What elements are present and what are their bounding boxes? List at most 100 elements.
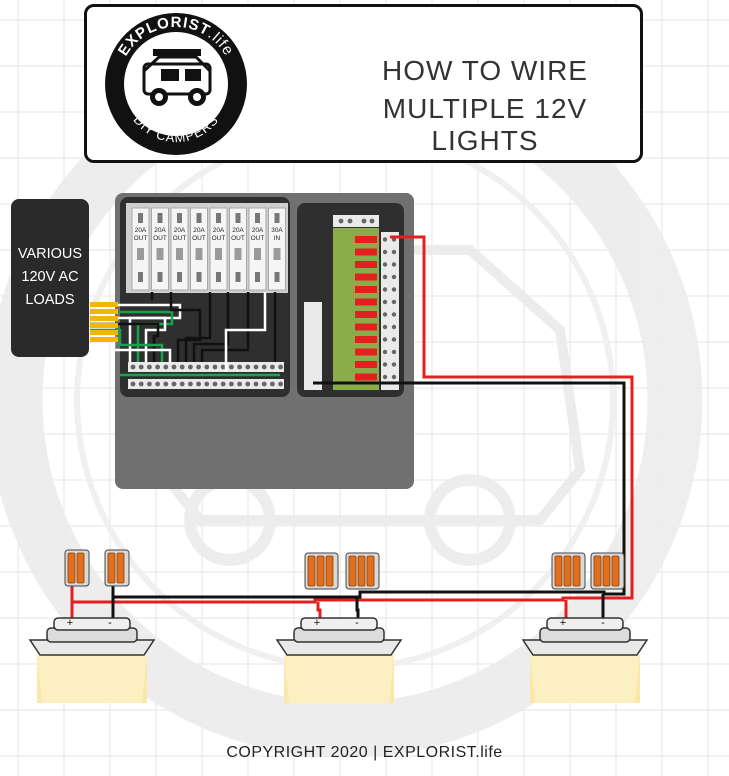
- fuse-terminal-screw: [382, 299, 388, 305]
- breaker-terminal: [216, 272, 221, 282]
- fuse: [355, 336, 377, 343]
- title-panel: EXPLORIST.life DIY CAMPERS HOW TO WIRE M…: [84, 4, 643, 163]
- fuse-terminal-screw: [382, 262, 388, 267]
- fuse-terminal-screw: [382, 337, 388, 342]
- negative-return-wire: [111, 381, 626, 599]
- breaker-terminal: [255, 272, 260, 282]
- ac-load-plugs: [90, 302, 118, 342]
- fuse-terminal-screw: [391, 362, 397, 367]
- fuse-block-stud: [369, 218, 375, 224]
- bus-screw: [212, 364, 218, 370]
- lever-connector: [590, 552, 625, 590]
- fuse: [355, 361, 377, 368]
- breaker-role: OUT: [153, 235, 167, 242]
- light-negative-label: -: [355, 617, 359, 629]
- breaker-toggle: [215, 248, 222, 260]
- fuse: [355, 273, 377, 281]
- bus-screw: [229, 364, 234, 370]
- bus-screw: [138, 364, 144, 370]
- fuse-block-stud: [338, 218, 344, 224]
- fuse-block-top-terminal: [333, 215, 379, 227]
- bus-screw: [130, 381, 136, 387]
- fuse-terminal-screw: [391, 287, 397, 292]
- lever-connector: [345, 552, 380, 590]
- fuse: [355, 373, 377, 381]
- breaker-terminal: [196, 213, 202, 223]
- breaker-rating: 20A: [212, 227, 225, 234]
- bus-screw: [261, 364, 267, 370]
- light-terminal-plate: [53, 617, 131, 631]
- bus-screw: [155, 381, 161, 387]
- breaker-toggle: [156, 248, 164, 260]
- fuse-terminal-screw: [382, 324, 388, 330]
- breaker-rating: 20A: [134, 227, 147, 234]
- bus-screw: [261, 381, 267, 387]
- bus-screw: [188, 364, 193, 370]
- bus-screw: [147, 364, 152, 370]
- bus-screw: [220, 381, 226, 387]
- bus-screw: [237, 381, 243, 387]
- breaker-toggle: [137, 248, 144, 260]
- explorist-logo: EXPLORIST.life DIY CAMPERS: [105, 13, 247, 155]
- bus-screw: [196, 364, 202, 370]
- bus-screw: [196, 381, 202, 387]
- fuse-terminal-screw: [391, 262, 397, 267]
- fuse-terminal-screw: [382, 349, 388, 355]
- fuse: [355, 348, 377, 356]
- bus-screw: [237, 364, 243, 370]
- bus-screw: [179, 364, 185, 370]
- fuse-terminal-screw: [391, 324, 397, 330]
- bus-screw: [138, 381, 144, 387]
- ac-wires: [90, 292, 280, 377]
- bus-screw: [270, 364, 275, 370]
- fuse: [355, 311, 377, 318]
- breaker-terminal: [157, 272, 163, 282]
- breaker-terminal: [274, 213, 280, 223]
- breaker-row: [131, 207, 286, 291]
- bus-screw: [179, 381, 185, 387]
- bus-screw: [130, 364, 136, 370]
- breaker-terminal: [235, 213, 241, 223]
- title-line-2: MULTIPLE 12V LIGHTS: [382, 93, 588, 156]
- bus-screw: [163, 364, 169, 370]
- bus-screw: [212, 381, 218, 387]
- lever-connector: [104, 549, 130, 587]
- bus-screw: [147, 381, 152, 387]
- fuse-terminal-screw: [391, 349, 397, 355]
- breaker-terminal: [255, 213, 260, 223]
- breaker-terminal: [157, 213, 163, 223]
- fuse-row: [338, 218, 397, 381]
- breaker-terminal: [177, 272, 182, 282]
- breaker-rating: 20A: [193, 227, 205, 234]
- fuse-terminal-screw: [391, 299, 397, 305]
- fuse-block-stud: [361, 218, 367, 224]
- fuse-terminal-screw: [391, 337, 397, 342]
- bus-screw: [171, 381, 177, 387]
- bus-screw: [245, 381, 251, 387]
- lever-connectors: [64, 549, 625, 590]
- ac-loads-box: VARIOUS 120V AC LOADS: [11, 199, 89, 357]
- fuse: [355, 248, 377, 256]
- fuse-terminal-screw: [391, 374, 397, 380]
- fuse-terminal-screw: [382, 237, 388, 242]
- breaker-terminal: [177, 213, 182, 223]
- fuse: [355, 298, 377, 306]
- positive-feed-wire: [70, 235, 634, 604]
- fuse-terminal-screw: [382, 362, 388, 367]
- breaker-terminal: [235, 272, 241, 282]
- lever-connector: [64, 549, 90, 587]
- fuse: [355, 261, 377, 268]
- bus-screw: [253, 381, 259, 387]
- ac-loads-line-3: LOADS: [25, 292, 75, 308]
- bus-screw: [245, 364, 251, 370]
- breaker-terminal: [138, 213, 143, 223]
- light-positive-label: +: [66, 617, 74, 629]
- breaker-toggle: [254, 248, 261, 260]
